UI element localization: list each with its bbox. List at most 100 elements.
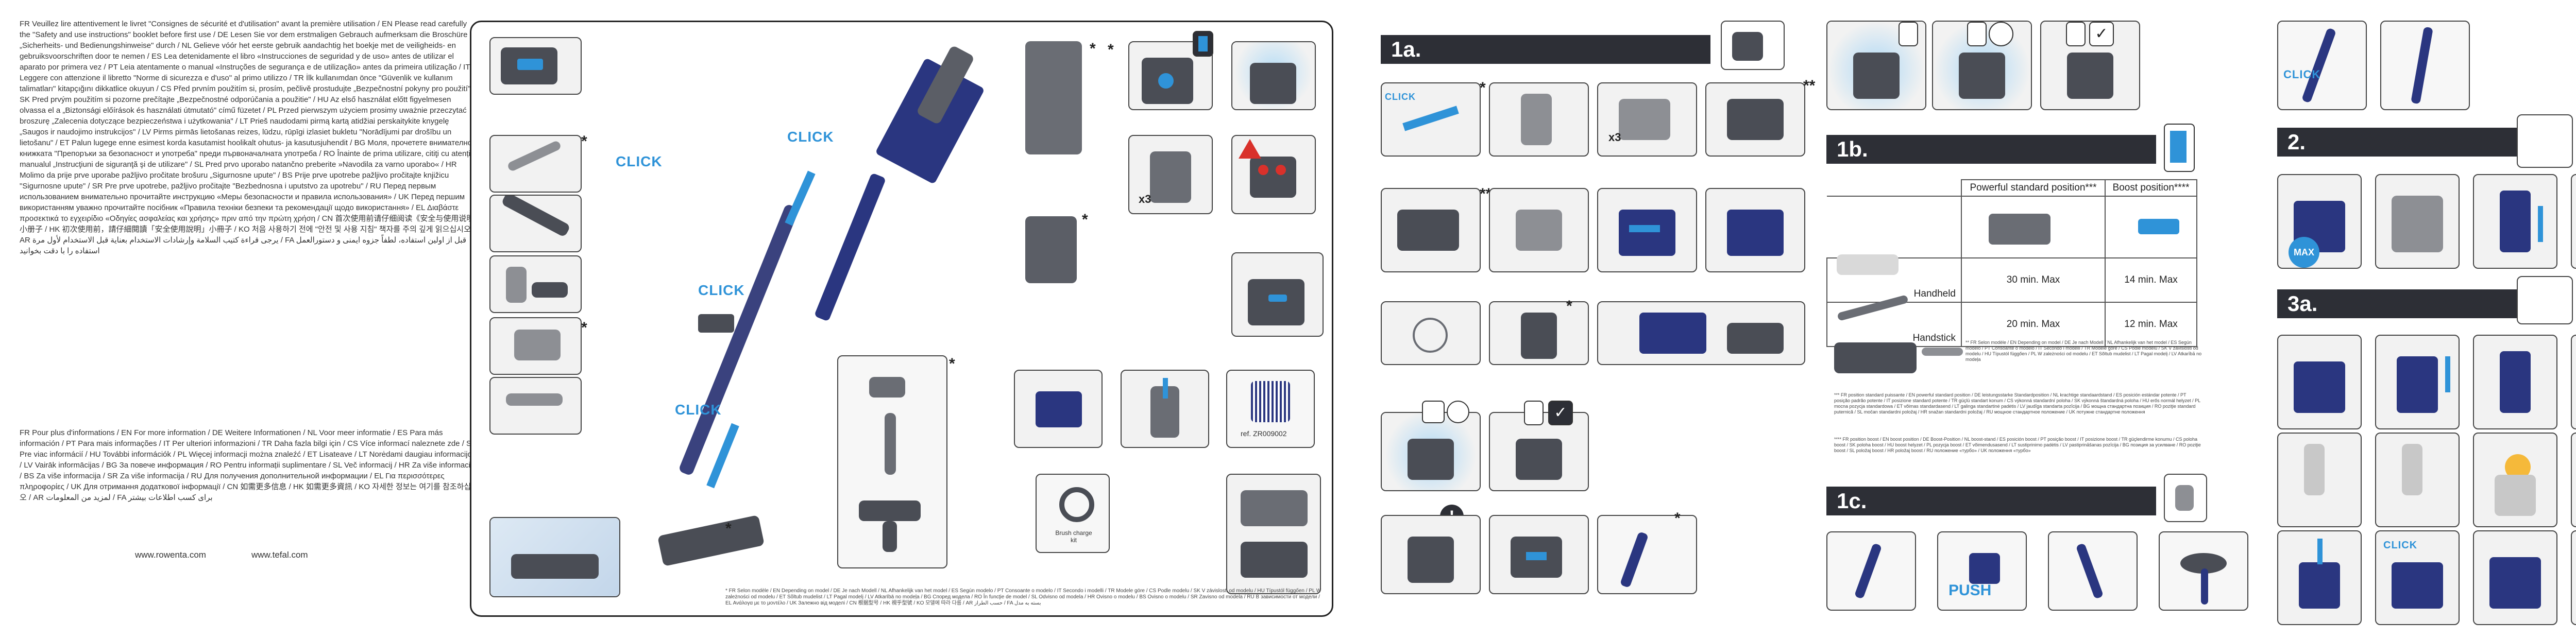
footnote-quad-star: **** FR position boost / EN boost positi… <box>1834 437 2201 453</box>
model-asterisk: * <box>581 319 587 336</box>
model-asterisk: * <box>1082 211 1088 228</box>
table-cell-handheld-standard: 30 min. Max <box>1960 257 2106 303</box>
step-1c-2: PUSH <box>1937 531 2027 611</box>
step-1a-10 <box>1489 301 1589 365</box>
filter-reference: ref. ZR009002 <box>1226 370 1315 448</box>
step-filter-insert <box>1121 370 1209 448</box>
section-2-title: 2. <box>2277 128 2555 157</box>
footnote-double-star: ** FR Selon modèle / EN Depending on mod… <box>1965 340 2202 362</box>
boost-position-illustration <box>2138 219 2179 234</box>
accessories-kit-box <box>837 355 947 568</box>
step-1a-15 <box>1489 515 1589 594</box>
step-battery-full <box>1231 41 1316 110</box>
model-asterisk: * <box>1566 298 1572 315</box>
model-asterisk: * <box>1090 40 1096 57</box>
step-3a-12 <box>2571 530 2576 625</box>
step-1a-9 <box>1381 301 1481 365</box>
table-cell-handstick-standard: 20 min. Max <box>1960 302 2106 347</box>
step-floor-head <box>489 517 620 597</box>
step-accessory-1 <box>489 135 582 193</box>
click-label: CLICK <box>675 402 722 418</box>
step-1a-8 <box>1705 188 1805 272</box>
battery-icon <box>2066 22 2086 46</box>
model-asterisk: * <box>725 520 732 537</box>
model-asterisk: * <box>1674 510 1681 527</box>
x3-label: x3 <box>1139 193 1151 205</box>
step-2-4 <box>2571 174 2576 269</box>
battery-icon <box>1422 401 1445 423</box>
more-information-text: FR Pour plus d'informations / EN For mor… <box>20 428 478 502</box>
model-asterisk: * <box>1480 79 1486 96</box>
accessory-set <box>1922 348 1963 356</box>
click-label: CLICK <box>2383 540 2418 551</box>
step-3a-11 <box>2473 530 2557 625</box>
battery-icon <box>1193 31 1213 57</box>
step-1a-12 <box>1381 412 1481 491</box>
step-3a-1 <box>2277 335 2362 429</box>
wall-bracket-connector <box>698 314 734 333</box>
step-3a-6 <box>2375 433 2460 527</box>
website-rowenta[interactable]: www.rowenta.com <box>135 550 206 560</box>
table-row: Handstick 20 min. Max 12 min. Max <box>1826 302 2197 347</box>
accessory-holder <box>1025 216 1077 283</box>
step-1a-14 <box>1381 515 1481 594</box>
step-accessory-2 <box>489 195 582 252</box>
plug-icon <box>1413 318 1448 353</box>
table-row: Handheld 30 min. Max 14 min. Max <box>1826 257 2197 303</box>
table-row-label-handstick: Handstick <box>1826 302 1962 347</box>
click-label: CLICK <box>616 153 663 169</box>
step-brush-clean <box>1226 474 1321 594</box>
step-2-2 <box>2375 174 2460 269</box>
wall-mount-bracket <box>1025 41 1082 154</box>
step-accessory-5 <box>489 377 582 435</box>
step-2-stand <box>2380 21 2470 110</box>
step-1a-7 <box>1597 188 1697 272</box>
model-asterisk: * <box>949 355 955 372</box>
check-icon: ✓ <box>2089 22 2114 46</box>
step-3a-4 <box>2571 335 2576 429</box>
max-label: MAX <box>2289 237 2319 268</box>
filter-ref-label: ref. ZR009002 <box>1241 429 1287 438</box>
section-3a-title: 3a. <box>2277 289 2555 318</box>
click-label: CLICK <box>787 129 834 145</box>
step-1a-4 <box>1705 82 1805 157</box>
battery-icon <box>1967 22 1987 46</box>
brush-charge-kit: Brush charge kit <box>1036 474 1110 553</box>
push-label: PUSH <box>1948 582 1992 599</box>
brush-kit-caption: Brush charge kit <box>1055 529 1092 544</box>
step-1a-2 <box>1489 82 1589 157</box>
footnote-triple-star: *** FR position standard puissante / EN … <box>1834 392 2200 415</box>
step-1c-1 <box>1826 531 1916 611</box>
table-cell-handheld-boost: 14 min. Max <box>2105 257 2197 303</box>
section-1b-title: 1b. <box>1826 135 2156 164</box>
website-tefal[interactable]: www.tefal.com <box>251 550 308 560</box>
clock-icon <box>1989 22 2013 46</box>
model-asterisk: * <box>1108 41 1114 58</box>
step-1c-3 <box>2048 531 2138 611</box>
step-3a-7 <box>2473 433 2557 527</box>
accessories-row-illustration <box>1834 342 1917 373</box>
safety-instructions-text: FR Veuillez lire attentivement le livret… <box>20 20 478 255</box>
step-1a-3: x3 <box>1597 82 1697 157</box>
section-2-header-icon-a <box>2517 114 2573 168</box>
section-3a-header-icon <box>2517 276 2573 324</box>
step-1a-16 <box>1597 515 1697 594</box>
step-2-1: MAX <box>2277 174 2362 269</box>
warning-icon <box>1239 139 1261 159</box>
model-footnote: * FR Selon modèle / EN Depending on mode… <box>725 588 1321 606</box>
step-info-handle <box>1231 252 1324 337</box>
model-asterisk: ** <box>1480 185 1492 202</box>
section-1a-header-icon <box>1721 21 1785 70</box>
step-3a-2 <box>2375 335 2460 429</box>
step-1a-11 <box>1597 301 1805 365</box>
step-accessory-4 <box>489 317 582 375</box>
step-3a-9 <box>2277 530 2362 625</box>
clock-icon <box>1447 401 1469 423</box>
step-battery-install: x3 <box>1128 135 1213 214</box>
step-3a-10: CLICK <box>2375 530 2460 625</box>
step-1a-6 <box>1489 188 1589 272</box>
section-1c-header-icon <box>2164 474 2207 522</box>
model-asterisk: * <box>581 133 587 150</box>
step-accessory-3 <box>489 255 582 313</box>
battery-icon <box>1899 22 1918 46</box>
